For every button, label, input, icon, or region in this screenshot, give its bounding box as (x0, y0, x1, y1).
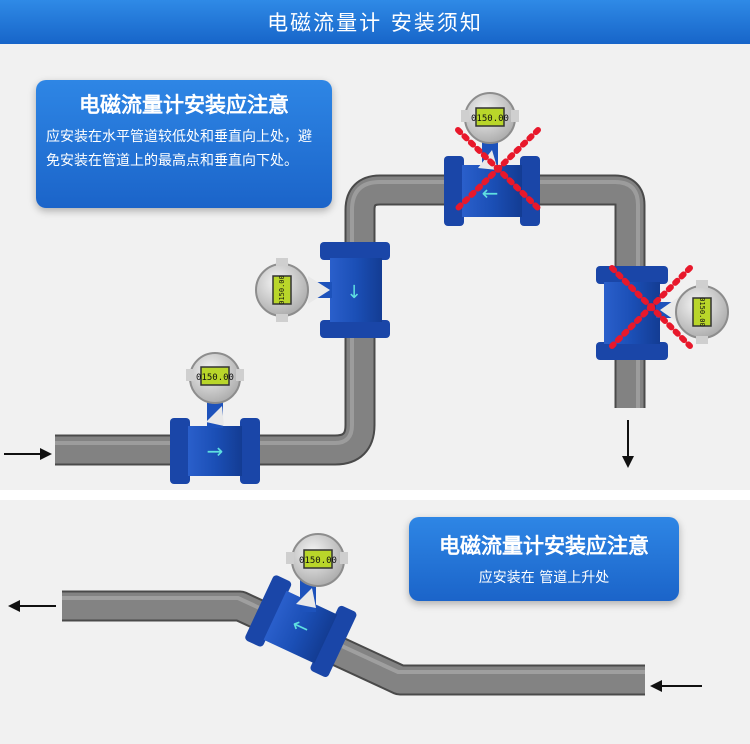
panel-divider (0, 490, 750, 500)
meter-display: 0150.00 (196, 373, 234, 383)
flowmeter-vertical-down: 0150.00 (596, 265, 729, 360)
flowmeter-horizontal-low: → 0150.00 (170, 352, 260, 484)
pipe-bottom-panel (62, 590, 645, 696)
flow-arrow-inlet-left (4, 448, 52, 460)
pipe-top-panel (55, 174, 646, 466)
flowmeter-incline-head: 0150.00 (286, 533, 348, 612)
page-title: 电磁流量计 安装须知 (267, 11, 483, 35)
flow-arrow-outlet-down (622, 420, 634, 468)
flow-arrow-outlet-left (8, 600, 56, 612)
meter-display: 0150.00 (471, 114, 509, 124)
meter-display: 0150.00 (278, 275, 286, 305)
note-title: 电磁流量计安装应注意 (79, 93, 289, 117)
install-note-bottom: 电磁流量计安装应注意 应安装在 管道上升处 (409, 517, 679, 601)
wrong-cross-mark (455, 127, 541, 211)
meter-display: 0150.00 (698, 297, 706, 327)
meter-display: 0150.00 (299, 556, 337, 566)
page-header: 电磁流量计 安装须知 (0, 0, 750, 44)
note-body: 应安装在 管道上升处 (478, 570, 610, 586)
note-title: 电磁流量计安装应注意 (439, 534, 649, 558)
flowmeter-top-highest: ← 0150.00 (444, 92, 541, 226)
wrong-cross-mark (609, 265, 693, 349)
arrow-right-icon: → (207, 439, 224, 463)
arrow-left-icon: ← (482, 181, 499, 205)
flowmeter-incline-rise: ← (245, 575, 357, 677)
install-note-top: 电磁流量计安装应注意 应安装在水平管道较低处和垂直向上处，避免安装在管道上的最高… (36, 80, 332, 208)
note-body: 应安装在水平管道较低处和垂直向上处，避免安装在管道上的最高点和垂直向下处。 (46, 129, 312, 169)
flowmeter-vertical-up: ↓ 0150.00 (255, 242, 390, 338)
flow-arrow-inlet-right (650, 680, 702, 692)
arrow-down-icon: ↓ (346, 282, 361, 303)
